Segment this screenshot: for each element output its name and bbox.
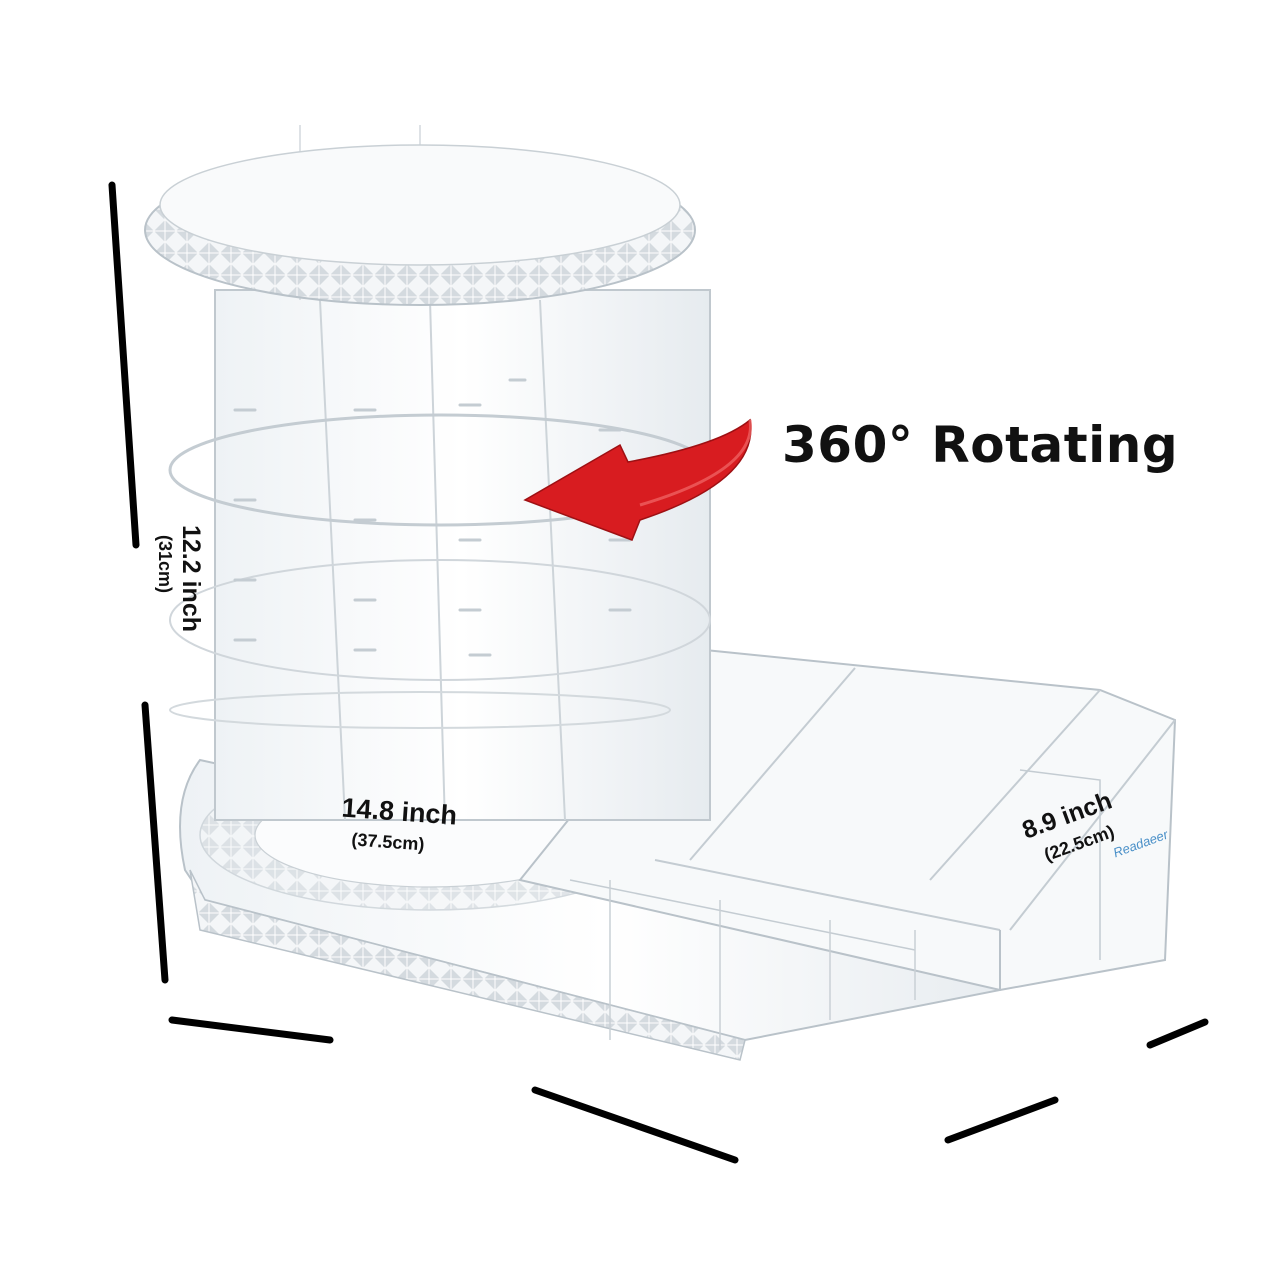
width-line-right [531, 1086, 739, 1164]
headline-360-rotating: 360° Rotating [782, 416, 1179, 474]
height-imperial: 12.2 inch [177, 525, 205, 632]
depth-line-right [1146, 1018, 1209, 1049]
height-metric: (31cm) [155, 535, 175, 594]
height-dimension-label: 12.2 inch (31cm) [75, 525, 275, 695]
depth-line-left [944, 1096, 1059, 1144]
dimension-lines [108, 181, 1209, 1164]
rotation-arrow [523, 418, 752, 541]
height-line-bottom [141, 701, 169, 984]
width-line-left [168, 1016, 334, 1044]
height-line-top [108, 181, 140, 549]
rotating-tower [144, 125, 712, 826]
